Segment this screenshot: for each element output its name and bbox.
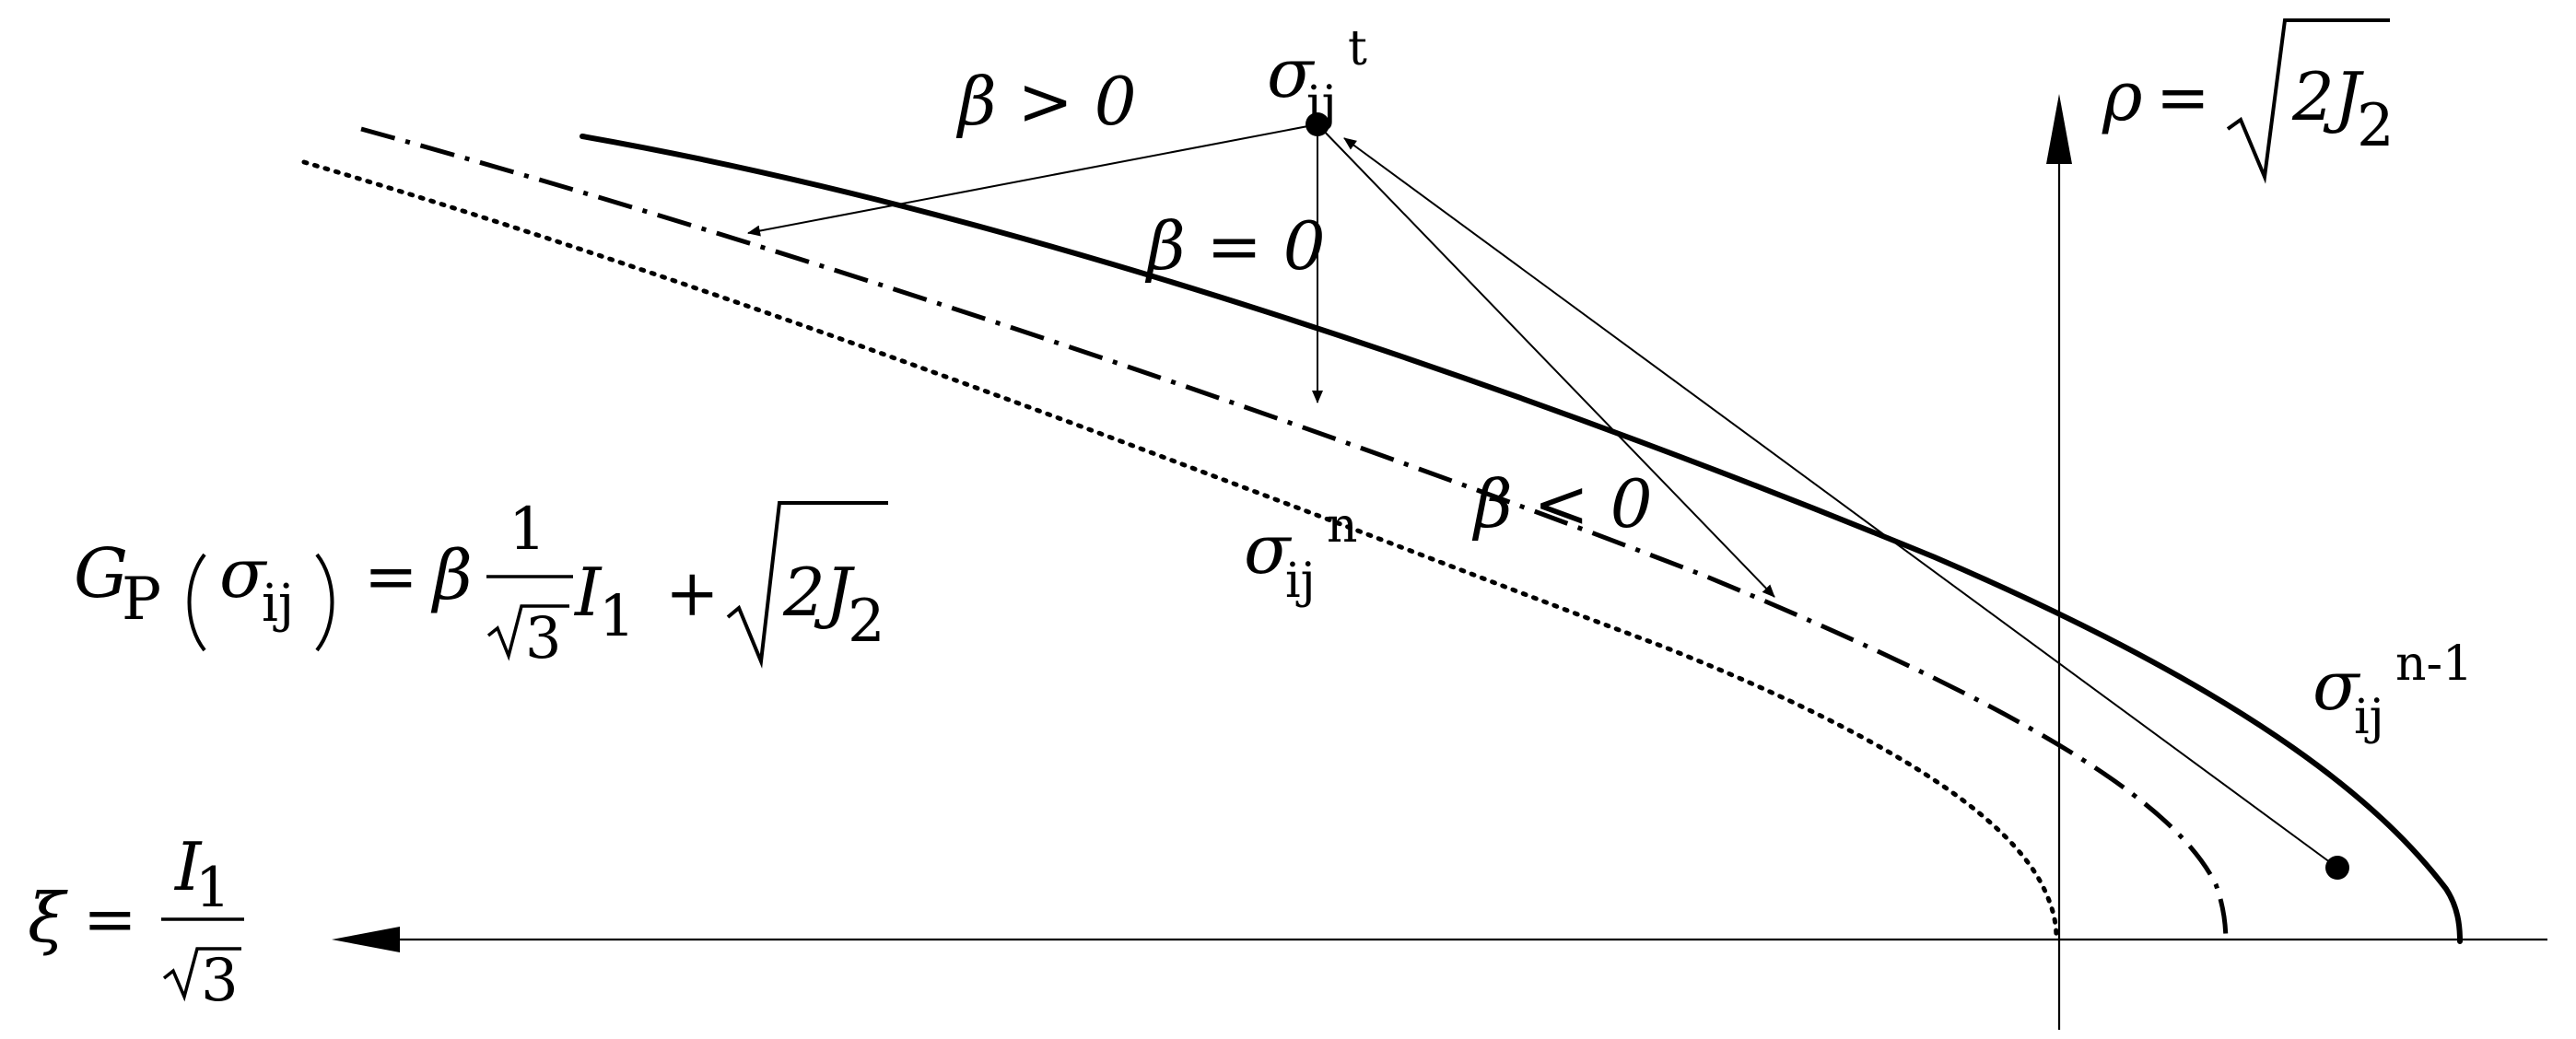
rho-axis-label: ρ = 2J 2: [2102, 18, 2395, 184]
xi-axis-arrowhead: [332, 927, 400, 952]
svg-text:1: 1: [599, 582, 635, 649]
svg-text:σ: σ: [219, 534, 268, 613]
potential-dotted-curve: [301, 159, 2059, 942]
previous-stress-label: σ ij n-1: [2313, 636, 2473, 745]
svg-text:ξ: ξ: [28, 879, 68, 958]
beta-zero-label: β = 0: [1144, 207, 1326, 285]
svg-text:+: +: [665, 555, 720, 631]
equation-sqrt-sign: [726, 501, 888, 669]
xi-sqrt-sign: [162, 947, 241, 1002]
svg-text:P: P: [122, 566, 161, 634]
trial-stress-label: σ ij t: [1267, 21, 1367, 132]
equation-right-paren: [315, 553, 334, 652]
svg-text:ij: ij: [2354, 690, 2384, 745]
arrow-beta-positive: [747, 123, 1318, 237]
svg-text:1: 1: [509, 496, 546, 564]
previous-stress-point: [2325, 856, 2349, 880]
plastic-potential-equation: G P σ ij = β 1 3 I 1 + 2J 2: [74, 496, 888, 671]
svg-text:=: =: [2156, 60, 2210, 135]
trial-stress-point: [1306, 112, 1329, 136]
svg-text:σ: σ: [2313, 647, 2361, 726]
svg-text:ρ: ρ: [2102, 57, 2143, 136]
svg-text:σ: σ: [1244, 510, 1293, 590]
svg-text:t: t: [1348, 21, 1367, 76]
svg-text:G: G: [74, 534, 128, 613]
svg-text:ij: ij: [1285, 554, 1316, 609]
arrow-previous-to-trial: [1343, 137, 2338, 869]
svg-text:3: 3: [201, 947, 239, 1015]
svg-text:=: =: [83, 881, 137, 957]
beta-negative-label: β < 0: [1471, 465, 1653, 543]
rho-sqrt-sign: [2226, 18, 2390, 184]
svg-text:1: 1: [195, 856, 230, 920]
beta-positive-label: β > 0: [955, 63, 1137, 140]
svg-text:n-1: n-1: [2395, 636, 2473, 692]
equation-left-paren: [187, 553, 206, 652]
rho-axis-arrowhead: [2046, 94, 2072, 164]
potential-dash-dot-curve: [360, 126, 2229, 945]
svg-text:ij: ij: [262, 574, 294, 634]
svg-text:I: I: [173, 828, 203, 905]
svg-text:=: =: [364, 539, 418, 614]
new-stress-label: σ ij n: [1244, 498, 1358, 609]
svg-text:β: β: [430, 536, 473, 615]
svg-text:2J: 2J: [782, 554, 856, 631]
equation-frac-sqrt-sign: [486, 604, 569, 661]
svg-text:ij: ij: [1306, 76, 1337, 132]
svg-text:2J: 2J: [2291, 58, 2365, 135]
svg-text:n: n: [1327, 498, 1358, 554]
xi-axis-label: ξ = I 1 3: [28, 828, 244, 1015]
svg-text:σ: σ: [1267, 34, 1316, 113]
svg-text:I: I: [573, 554, 603, 631]
svg-text:3: 3: [525, 604, 561, 671]
yield-surface-solid-curve: [580, 134, 2463, 944]
svg-text:2: 2: [2357, 92, 2395, 160]
arrow-beta-negative: [1317, 123, 1775, 598]
svg-text:2: 2: [848, 588, 885, 656]
